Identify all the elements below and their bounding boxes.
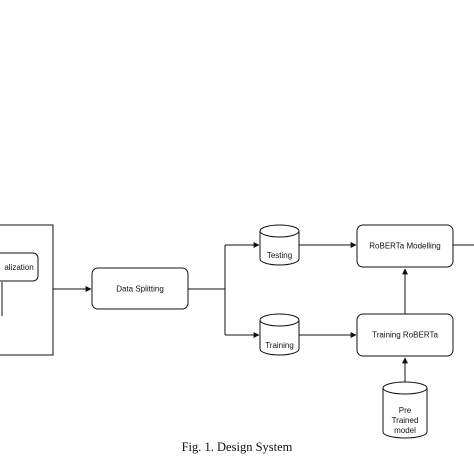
pretrained-label-line-2: Trained [392, 416, 419, 425]
testing-label: Testing [267, 251, 292, 260]
figure-caption: Fig. 1. Design System [181, 440, 293, 454]
data-splitting-label: Data Splitting [116, 285, 164, 294]
preprocessing-container [0, 224, 54, 356]
training-label: Training [265, 341, 294, 350]
pretrained-label-line-1: Pre [399, 406, 412, 415]
training-roberta-label: Training RoBERTa [372, 331, 438, 340]
pretrained-model-database-node: Pre Trained model [382, 381, 428, 439]
pretrained-label-line-3: model [394, 426, 416, 435]
training-database-node: Training [259, 313, 300, 356]
roberta-modelling-node: RoBERTa Modelling [356, 224, 454, 268]
testing-database-node: Testing [259, 224, 300, 266]
data-splitting-node: Data Splitting [91, 267, 189, 310]
normalization-label: alization [4, 263, 33, 272]
roberta-modelling-label: RoBERTa Modelling [369, 242, 440, 251]
training-roberta-node: Training RoBERTa [356, 313, 454, 357]
normalization-node: alization [0, 252, 39, 282]
edge-splitting-branches [188, 242, 260, 338]
